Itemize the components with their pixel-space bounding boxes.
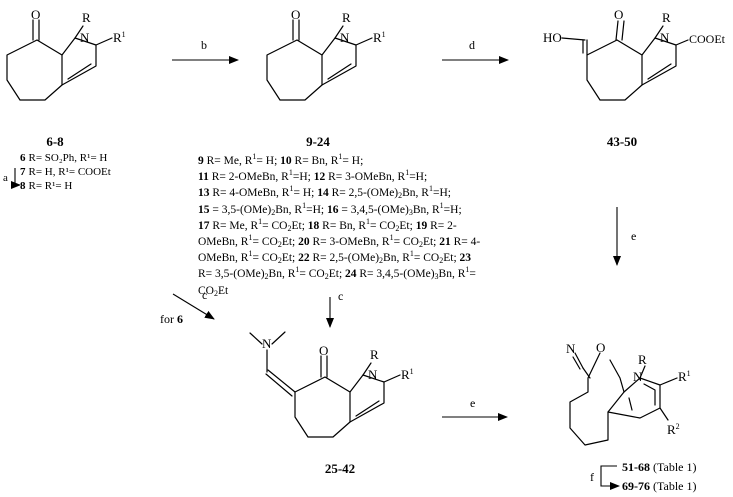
arrow-step-b: b: [172, 38, 239, 64]
isoxazole-o: O: [596, 340, 605, 355]
structure-25-42: N O N R R1: [249, 331, 414, 438]
isoxazole-n: N: [566, 341, 576, 356]
svg-text:c: c: [202, 288, 207, 302]
legend-line: CO2Et: [198, 284, 229, 298]
n-atom: N: [340, 30, 350, 45]
svg-text:for 6: for 6: [160, 312, 183, 326]
compound-label-69-76: 69-76: [622, 479, 650, 493]
svg-text:7R= H, R¹= COOEt: 7R= H, R¹= COOEt: [20, 166, 111, 178]
svg-text:69-76(Table 1): 69-76(Table 1): [622, 479, 696, 493]
structure-9-24: O N R R1: [266, 7, 386, 101]
n-atom: N: [80, 30, 90, 45]
dimethylamino-n: N: [262, 336, 272, 351]
arrow-step-c-vertical: c: [326, 289, 343, 328]
legend-line: R= 3,5-(OMe)2Bn, R1= CO2Et; 24 R= 3,4,5-…: [198, 265, 476, 282]
hydroxy-group: HO: [543, 30, 562, 45]
compound-label-25-42: 25-42: [325, 461, 355, 476]
legend-line: OMeBn, R1= CO2Et; 20 R= 3-OMeBn, R1= CO2…: [198, 233, 481, 250]
legend-line: 17 R= Me, R1= CO2Et; 18 R= Bn, R1= CO2Et…: [198, 216, 457, 233]
step-f-label: f: [590, 470, 594, 484]
arrow-step-a: a: [3, 168, 21, 189]
arrow-step-c-diagonal: c for 6: [160, 288, 215, 326]
legend-line: 13 R= 4-OMeBn, R1= H; 14 R= 2,5-(OMe)2Bn…: [198, 184, 451, 201]
legend-line: 11 R= 2-OMeBn, R1=H; 12 R= 3-OMeBn, R1=H…: [198, 168, 428, 184]
r1-substituent: R1: [373, 30, 386, 45]
svg-text:b: b: [201, 38, 207, 52]
r2-substituent: R2: [667, 422, 680, 437]
arrow-step-e-vertical: e: [613, 207, 636, 266]
substituent-legend: 9 R= Me, R1= H; 10 R= Bn, R1= H;11 R= 2-…: [198, 153, 516, 299]
compound-label-51-68: 51-68: [622, 460, 650, 474]
oxo-atom: O: [291, 7, 300, 22]
compound-label-9-24: 9-24: [306, 134, 330, 149]
oxo-atom: O: [31, 7, 40, 22]
oxo-atom: O: [614, 7, 623, 22]
oxo-atom: O: [319, 343, 328, 358]
n-atom: N: [633, 369, 643, 384]
r-substituent: R: [342, 10, 351, 25]
products-labels: 51-68(Table 1) 69-76(Table 1) f: [590, 460, 696, 493]
r-substituent: R: [662, 10, 671, 25]
r-substituent: R: [82, 10, 91, 25]
n-atom: N: [368, 367, 378, 382]
r1-substituent: R1: [678, 369, 691, 384]
compound-label-43-50: 43-50: [607, 134, 637, 149]
ester-group: COOEt: [689, 32, 726, 46]
svg-text:d: d: [469, 38, 475, 52]
svg-text:e: e: [470, 396, 475, 410]
compound-label-6-8: 6-8: [46, 134, 64, 149]
legend-line: 15 = 3,5-(OMe)2Bn, R1=H; 16 = 3,4,5-(OMe…: [198, 200, 462, 217]
r1-substituent: R1: [113, 30, 126, 45]
structure-43-50: O N R HO COOEt: [543, 7, 726, 101]
svg-text:e: e: [631, 229, 636, 243]
legend-line: OMeBn, R1= CO2Et; 22 R= 2,5-(OMe)2Bn, R1…: [198, 249, 472, 266]
arrow-step-e-horizontal: e: [442, 396, 508, 421]
n-atom: N: [660, 30, 670, 45]
structure-6-8: O N R R1: [6, 7, 126, 101]
svg-text:6R= SO₂Ph, R¹= H: 6R= SO₂Ph, R¹= H: [20, 152, 107, 164]
svg-text:8R= R¹= H: 8R= R¹= H: [20, 180, 72, 192]
svg-text:51-68(Table 1): 51-68(Table 1): [622, 460, 696, 474]
structure-51-76: N O N R R1 R2: [566, 340, 691, 446]
arrow-step-d: d: [442, 38, 509, 64]
r-substituent: R: [370, 347, 379, 362]
legend-line: 9 R= Me, R1= H; 10 R= Bn, R1= H;: [198, 152, 364, 168]
r-substituent: R: [638, 352, 647, 367]
svg-text:a: a: [3, 172, 8, 184]
svg-text:c: c: [338, 289, 343, 303]
r1-substituent: R1: [401, 367, 414, 382]
